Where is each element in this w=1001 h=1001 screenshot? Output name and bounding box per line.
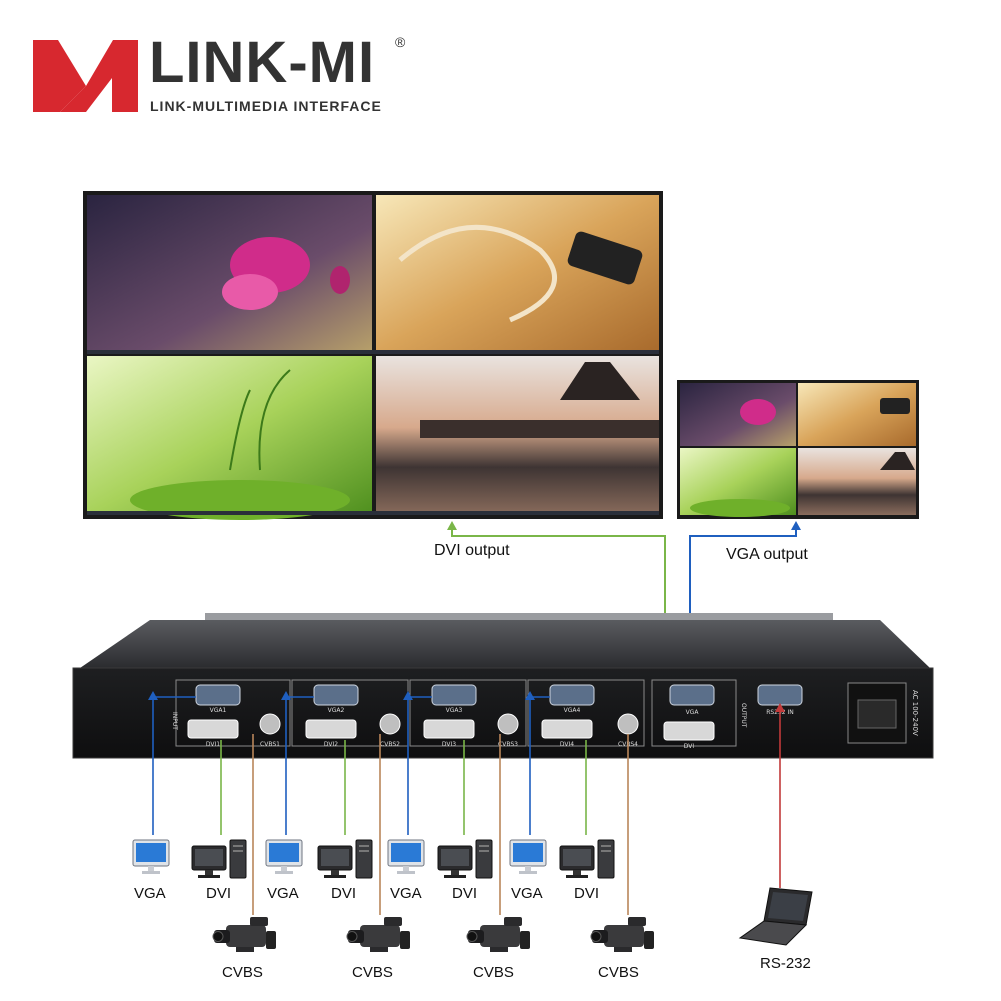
vga4-port (549, 684, 595, 706)
vga1-port (195, 684, 241, 706)
link-mi-logo-icon (33, 40, 138, 112)
vga2-port (313, 684, 359, 706)
source-1-dvi-label: DVI (206, 885, 232, 902)
dvi-out-label: DVI (684, 743, 695, 750)
desktop-pc-icon (437, 839, 493, 879)
input-label: INPUT (171, 712, 178, 730)
dvi-out-port (663, 721, 715, 741)
dvi4-port (541, 719, 593, 739)
cvbs3-label: CVBS3 (498, 741, 518, 748)
cvbs2-label: CVBS2 (380, 741, 400, 748)
multiviewer-device: VGA1 VGA2 VGA3 VGA4 VGA RS232 IN DVI1 DV… (72, 613, 934, 759)
source-2-dvi-label: DVI (331, 885, 357, 902)
dvi1-label: DVI1 (206, 741, 220, 748)
video-wall (83, 191, 663, 520)
vga1-label: VGA1 (210, 707, 227, 714)
lcd-monitor-icon (387, 839, 425, 875)
dvi3-port (423, 719, 475, 739)
dvi3-label: DVI3 (442, 741, 456, 748)
source-4-cvbs-label: CVBS (598, 964, 639, 981)
lcd-monitor-icon (509, 839, 547, 875)
output-label: OUTPUT (740, 703, 747, 728)
dvi1-port (187, 719, 239, 739)
wall-screen-1 (87, 195, 372, 352)
source-3-dvi-label: DVI (452, 885, 478, 902)
cvbs3-port (497, 713, 519, 735)
cvbs1-label: CVBS1 (260, 741, 280, 748)
source-4-vga-label: VGA (511, 885, 543, 902)
cvbs4-port (617, 713, 639, 735)
desktop-pc-icon (317, 839, 373, 879)
source-3-vga-label: VGA (390, 885, 422, 902)
vga3-port (431, 684, 477, 706)
dvi2-label: DVI2 (324, 741, 338, 748)
vga-display (677, 380, 919, 519)
vga-out-port (669, 684, 715, 706)
source-3-cvbs-label: CVBS (473, 964, 514, 981)
registered-mark: ® (395, 34, 406, 50)
source-4-dvi-label: DVI (574, 885, 600, 902)
brand-name: LINK-MI (149, 30, 376, 95)
vga-output-label: VGA output (726, 546, 808, 563)
brand-tagline: LINK-MULTIMEDIA INTERFACE (150, 98, 382, 114)
source-1-vga-label: VGA (134, 885, 166, 902)
camcorder-icon (466, 916, 531, 953)
rs232-label: RS-232 (760, 955, 811, 972)
dvi4-label: DVI4 (560, 741, 574, 748)
camcorder-icon (212, 916, 277, 953)
lcd-monitor-icon (132, 839, 170, 875)
desktop-pc-icon (191, 839, 247, 879)
dvi2-port (305, 719, 357, 739)
power-label: AC 100-240V (911, 690, 919, 736)
rs232-port (757, 684, 803, 706)
camcorder-icon (346, 916, 411, 953)
vga-out-label: VGA (686, 709, 700, 716)
vga2-label: VGA2 (328, 707, 345, 714)
source-2-cvbs-label: CVBS (352, 964, 393, 981)
dvi-output-label: DVI output (434, 542, 510, 559)
source-1-cvbs-label: CVBS (222, 964, 263, 981)
vga3-label: VGA3 (446, 707, 463, 714)
source-2-vga-label: VGA (267, 885, 299, 902)
cvbs2-port (379, 713, 401, 735)
laptop-icon (738, 887, 813, 946)
vga4-label: VGA4 (564, 707, 581, 714)
camcorder-icon (590, 916, 655, 953)
desktop-pc-icon (559, 839, 615, 879)
lcd-monitor-icon (265, 839, 303, 875)
cvbs1-port (259, 713, 281, 735)
